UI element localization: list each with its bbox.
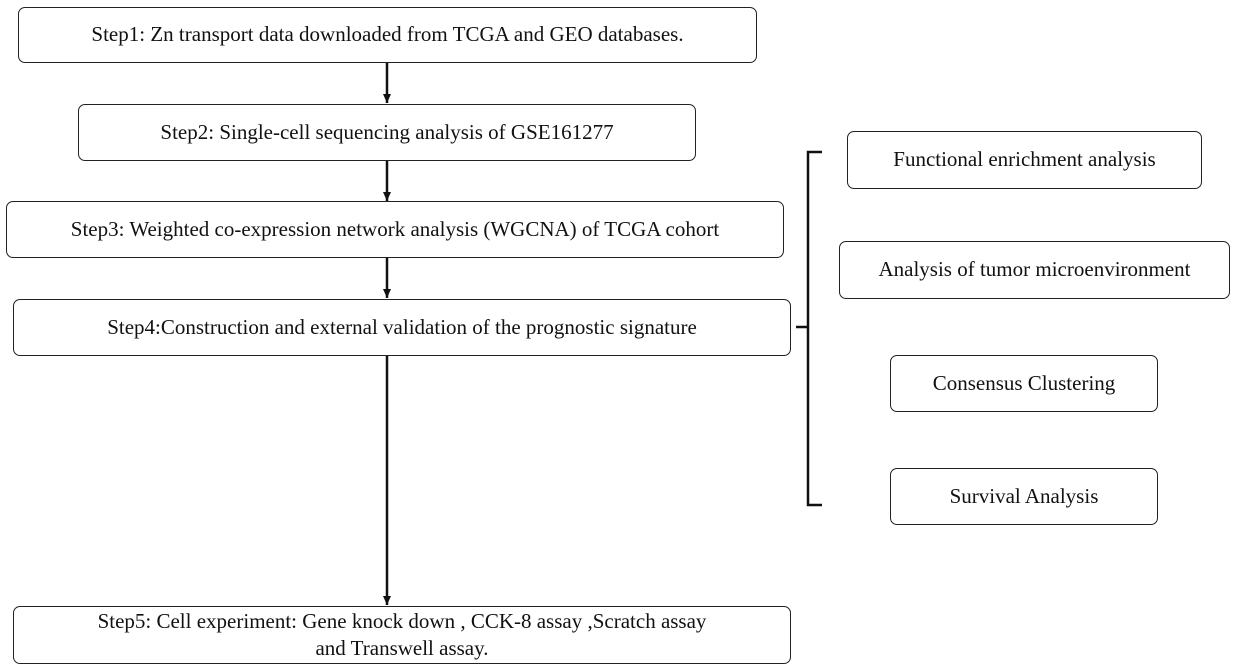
analysis-functional-enrichment: Functional enrichment analysis [847,131,1202,189]
step1-box: Step1: Zn transport data downloaded from… [18,7,757,63]
analysis-survival: Survival Analysis [890,468,1158,525]
step3-box: Step3: Weighted co-expression network an… [6,201,784,258]
curly-brace [796,150,822,507]
step4-box: Step4:Construction and external validati… [13,299,791,356]
step2-box: Step2: Single-cell sequencing analysis o… [78,104,696,161]
analysis-consensus-clustering: Consensus Clustering [890,355,1158,412]
analysis-tumor-microenvironment: Analysis of tumor microenvironment [839,241,1230,299]
step5-box: Step5: Cell experiment: Gene knock down … [13,606,791,664]
